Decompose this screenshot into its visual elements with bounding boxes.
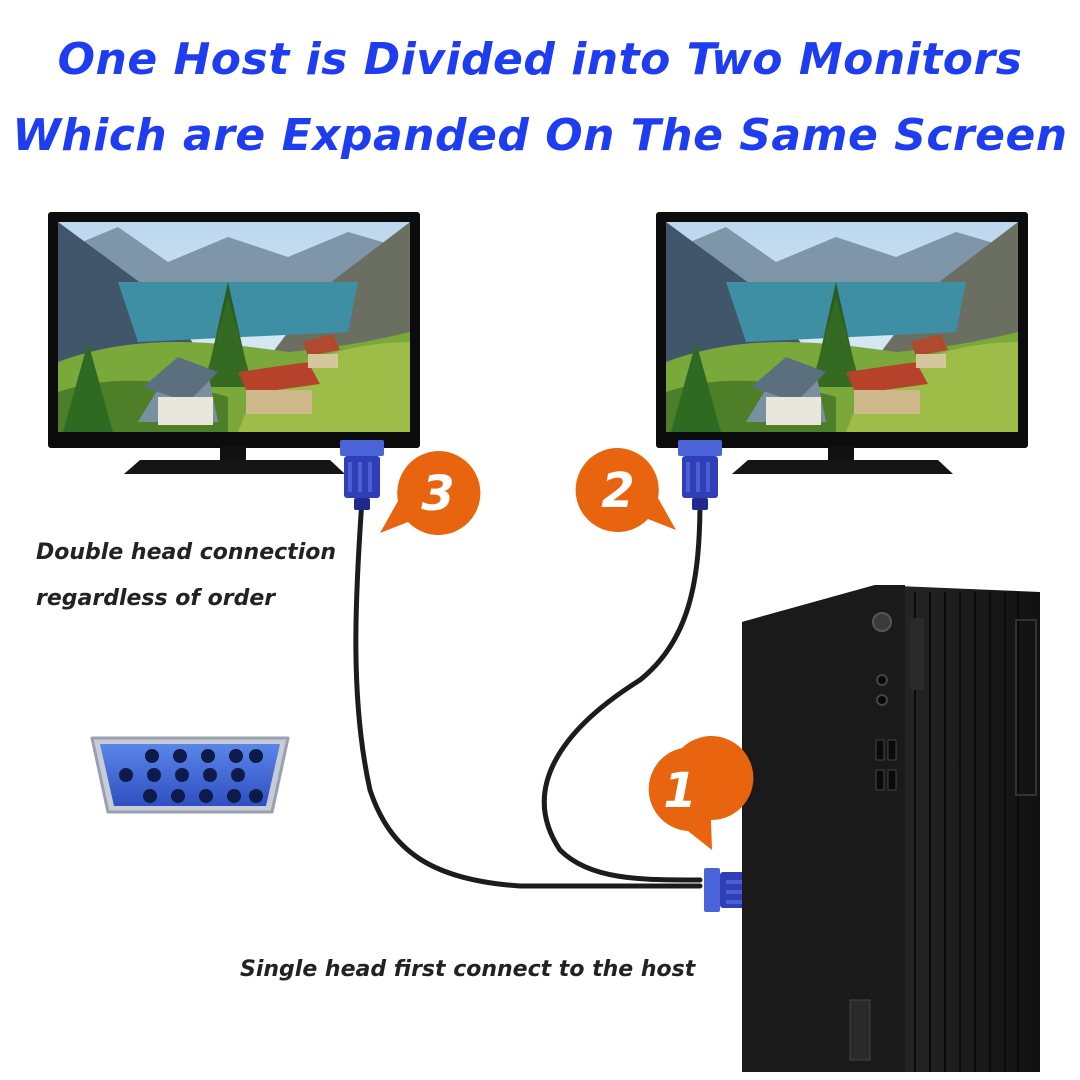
vga-port-icon — [90, 736, 290, 814]
title-line-1: One Host is Divided into Two Monitors — [57, 34, 1023, 85]
svg-text:3: 3 — [421, 466, 454, 522]
monitor-right — [656, 212, 1028, 474]
monitor-left — [48, 212, 420, 474]
svg-text:1: 1 — [663, 763, 696, 819]
badge-2: 2 — [575, 447, 676, 532]
caption-double-head: Double head connection — [36, 540, 337, 565]
badge-1: 1 — [648, 736, 754, 850]
svg-text:2: 2 — [601, 463, 634, 519]
title-line-2: Which are Expanded On The Same Screen — [12, 110, 1068, 161]
caption-single-head: Single head first connect to the host — [240, 957, 696, 982]
badge-3: 3 — [380, 450, 481, 535]
vga-plug-right — [678, 440, 722, 510]
vga-plug-left — [340, 440, 384, 510]
desktop-tower-icon — [742, 585, 1040, 1072]
caption-order: regardless of order — [36, 586, 276, 611]
vga-splitter-cable — [353, 497, 703, 889]
